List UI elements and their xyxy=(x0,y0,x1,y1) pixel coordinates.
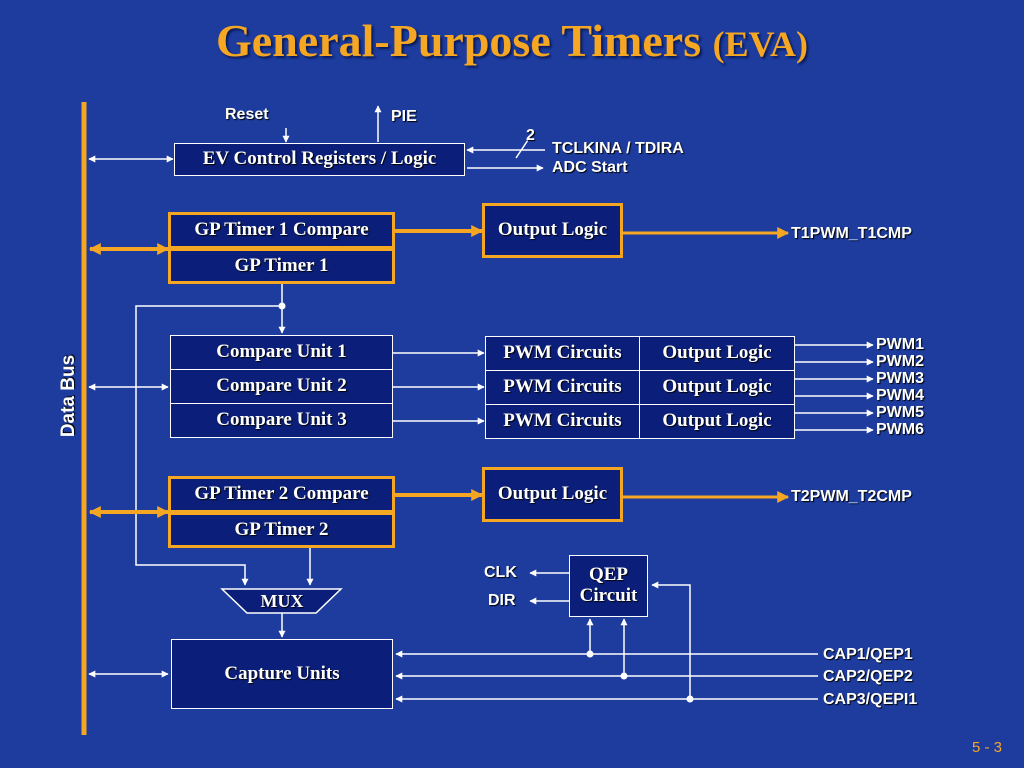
pwm4-label: PWM4 xyxy=(876,387,924,404)
pwm2-label: PWM2 xyxy=(876,353,924,370)
gp-timer1-compare-block: GP Timer 1 Compare xyxy=(168,212,395,249)
adc-start-label: ADC Start xyxy=(552,159,628,176)
qep-line2: Circuit xyxy=(579,585,638,606)
pwm-output-logic-2-block: Output Logic xyxy=(639,370,795,405)
gp-timer1-block: GP Timer 1 xyxy=(168,248,395,284)
dir-label: DIR xyxy=(488,592,516,609)
timer2-output-logic-block: Output Logic xyxy=(482,467,623,522)
compare-unit-2-block: Compare Unit 2 xyxy=(170,369,393,404)
bus-width-slash xyxy=(515,139,529,159)
gp-timer2-compare-block: GP Timer 2 Compare xyxy=(168,476,395,513)
page-number: 5 - 3 xyxy=(971,739,1002,756)
pwm1-label: PWM1 xyxy=(876,336,924,353)
pwm-output-logic-1-block: Output Logic xyxy=(639,336,795,371)
reset-label: Reset xyxy=(225,106,269,123)
qep-circuit-block: QEP Circuit xyxy=(569,555,648,617)
pwm-circuits-3-block: PWM Circuits xyxy=(485,404,640,439)
pwm-output-logic-3-block: Output Logic xyxy=(639,404,795,439)
pwm-circuits-2-block: PWM Circuits xyxy=(485,370,640,405)
gp-timer2-block: GP Timer 2 xyxy=(168,512,395,548)
ev-control-block: EV Control Registers / Logic xyxy=(174,143,465,176)
mux-label: MUX xyxy=(260,591,304,611)
bus-width-label: 2 xyxy=(526,127,535,144)
clk-label: CLK xyxy=(484,564,517,581)
compare-unit-3-block: Compare Unit 3 xyxy=(170,403,393,438)
t2pwm-label: T2PWM_T2CMP xyxy=(791,488,912,505)
timer1-output-logic-block: Output Logic xyxy=(482,203,623,258)
cap1-label: CAP1/QEP1 xyxy=(823,646,913,663)
pwm3-label: PWM3 xyxy=(876,370,924,387)
compare-unit-1-block: Compare Unit 1 xyxy=(170,335,393,370)
cap2-label: CAP2/QEP2 xyxy=(823,668,913,685)
pwm-circuits-1-block: PWM Circuits xyxy=(485,336,640,371)
pwm5-label: PWM5 xyxy=(876,404,924,421)
qep-line1: QEP xyxy=(588,564,629,586)
pwm6-label: PWM6 xyxy=(876,421,924,438)
capture-units-block: Capture Units xyxy=(171,639,393,709)
page-title: General-Purpose Timers (EVA) xyxy=(216,15,808,66)
tclk-label: TCLKINA / TDIRA xyxy=(552,140,684,157)
cap3-label: CAP3/QEPI1 xyxy=(823,691,918,708)
t1pwm-label: T1PWM_T1CMP xyxy=(791,225,912,242)
pie-label: PIE xyxy=(391,108,417,125)
mux-shape xyxy=(220,588,343,614)
data-bus-label: Data Bus xyxy=(58,354,79,438)
